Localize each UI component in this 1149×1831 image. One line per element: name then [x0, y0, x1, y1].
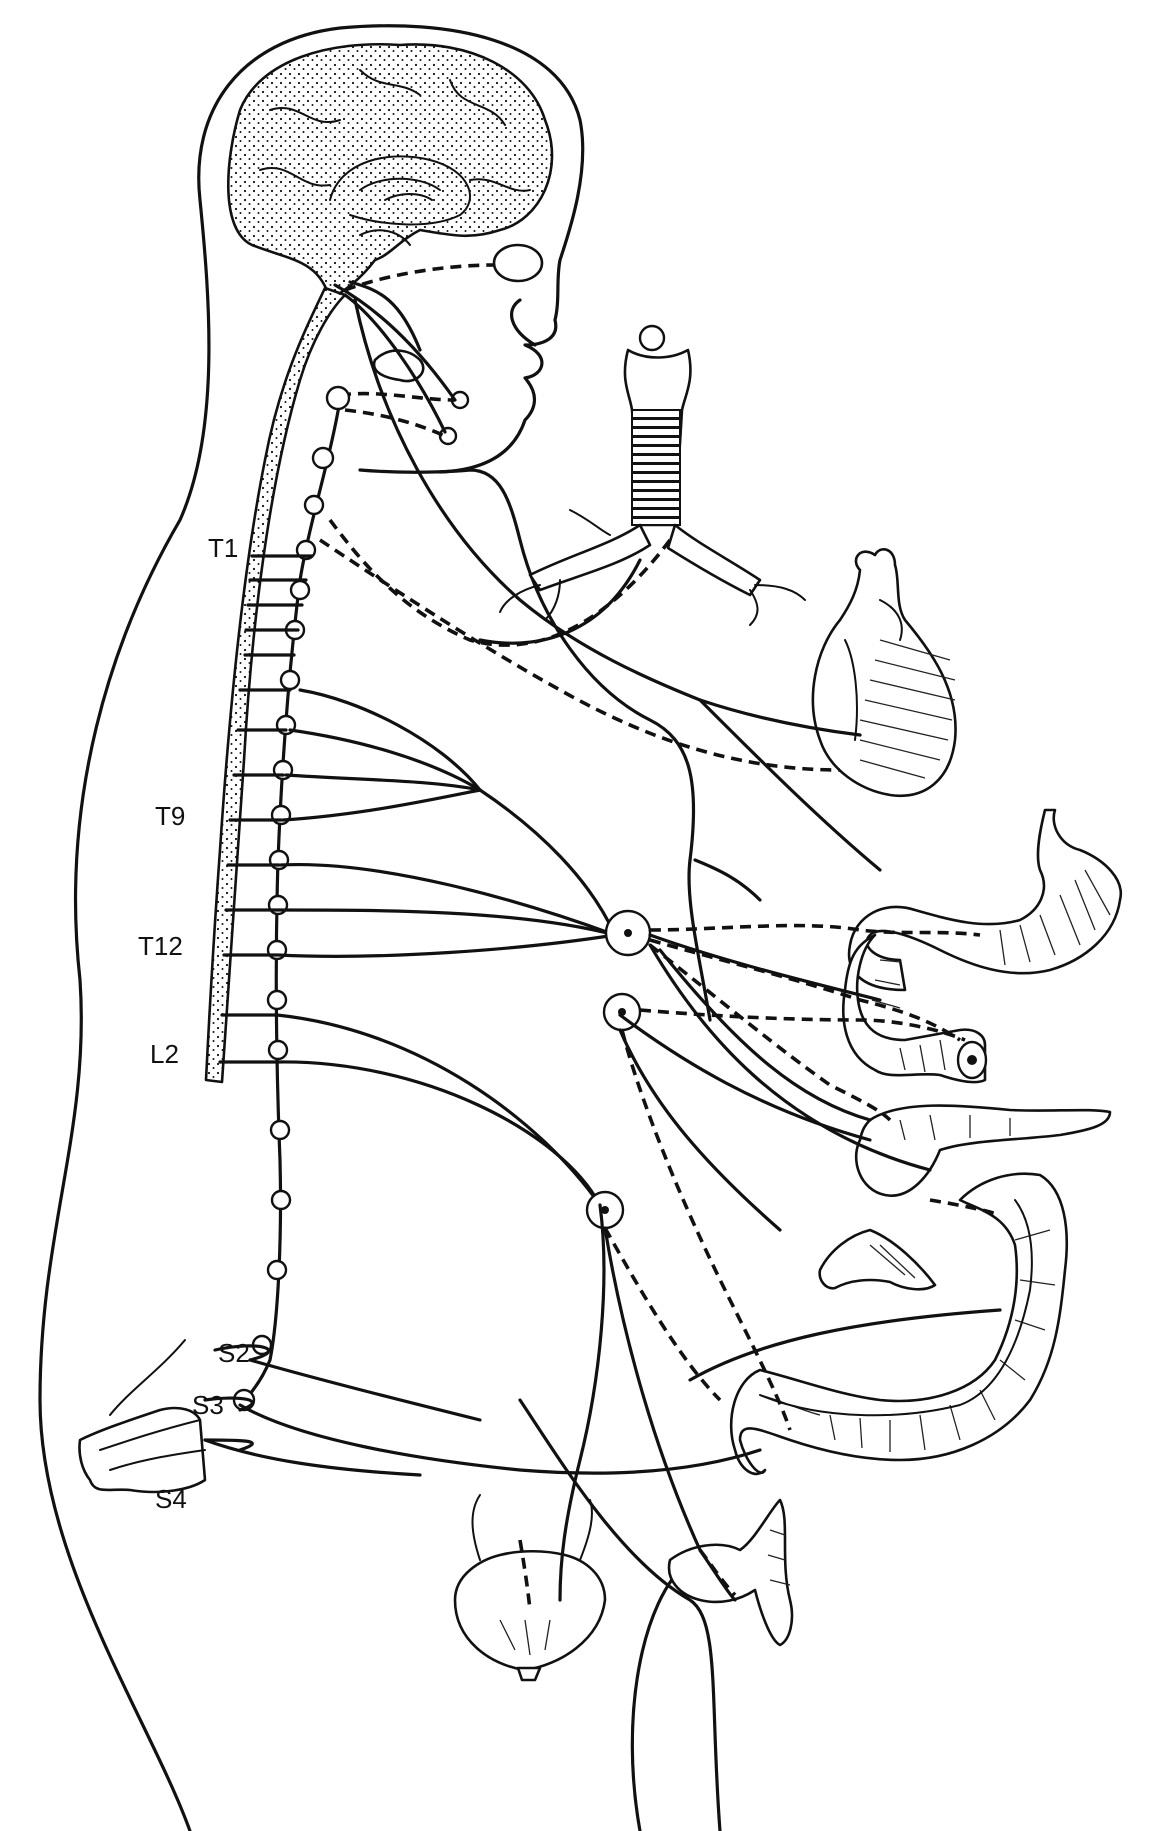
- pelvic-nerves: [205, 1015, 1000, 1600]
- cranial-outflow: [335, 265, 495, 436]
- label-t1: T1: [208, 533, 238, 563]
- label-s3: S3: [192, 1390, 224, 1420]
- splanchnic-nerves: [277, 690, 615, 1205]
- bladder: [455, 1495, 605, 1680]
- inferior-mesenteric-ganglion: [587, 1192, 623, 1228]
- trachea: [500, 326, 805, 625]
- label-s4: S4: [155, 1484, 187, 1514]
- stomach: [849, 810, 1121, 990]
- label-t9: T9: [155, 801, 185, 831]
- large-intestine: [731, 1174, 1067, 1474]
- label-l2: L2: [150, 1039, 179, 1069]
- heart: [813, 549, 956, 795]
- celiac-ganglion: [606, 911, 650, 955]
- eye: [494, 245, 542, 281]
- label-s2: S2: [218, 1338, 250, 1368]
- label-t12: T12: [138, 931, 183, 961]
- kidney: [820, 1230, 935, 1289]
